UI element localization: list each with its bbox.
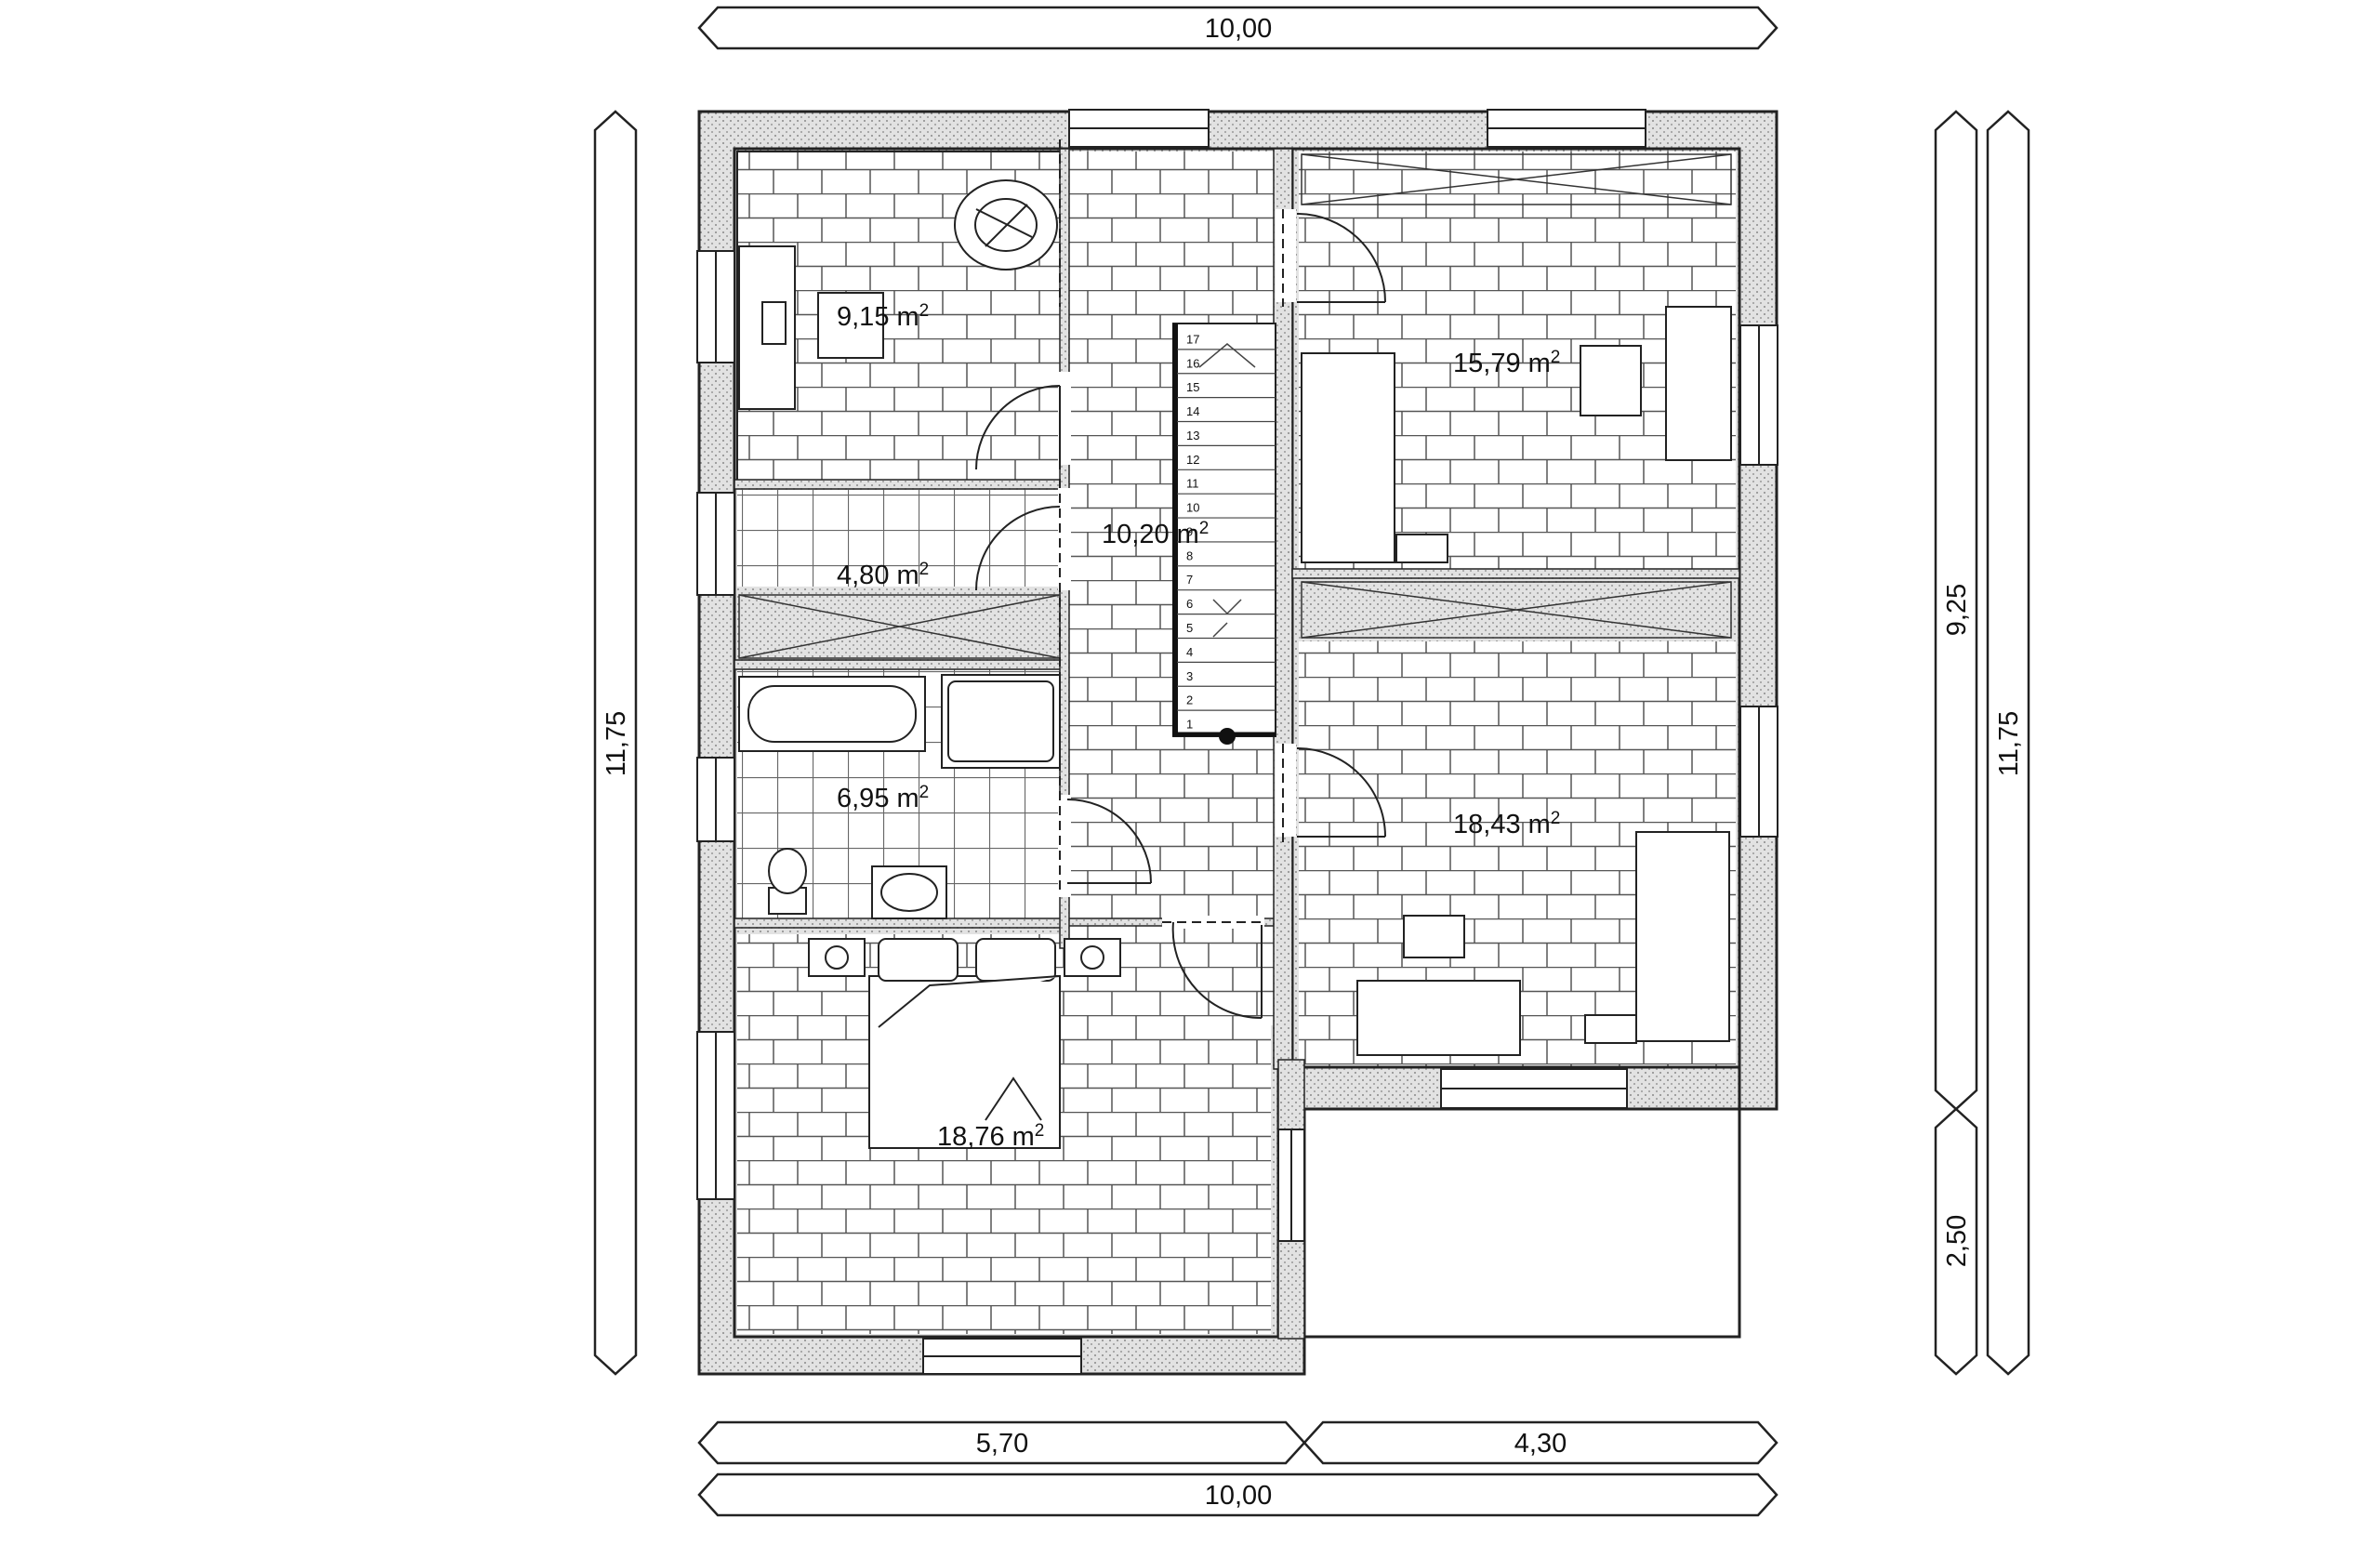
dim-right-total <box>1986 110 2030 1376</box>
dim-bottom-left-label: 5,70 <box>976 1429 1028 1459</box>
area-hallway: 10,20 m2 <box>1102 519 1209 549</box>
stair-step-number: 7 <box>1186 573 1193 587</box>
office-desk <box>738 245 884 410</box>
dim-left <box>593 110 638 1376</box>
dim-top <box>697 6 1778 50</box>
windows <box>696 109 1778 1375</box>
stair-step-number: 13 <box>1186 429 1199 442</box>
dim-right-lower <box>1934 1107 1978 1376</box>
stair-step-number: 6 <box>1186 597 1193 611</box>
shower-icon <box>941 674 1061 769</box>
stair-step-number: 16 <box>1186 356 1199 370</box>
stair-step-number: 17 <box>1186 332 1199 346</box>
dim-bottom <box>697 1472 1778 1517</box>
stair-step-number: 12 <box>1186 453 1199 467</box>
north-wardrobe <box>1301 153 1732 205</box>
area-bedroom-north: 15,79 m2 <box>1453 348 1560 378</box>
area-storage: 4,80 m2 <box>837 560 929 590</box>
area-bathroom: 6,95 m2 <box>837 783 929 813</box>
stair-step-number: 3 <box>1186 669 1193 683</box>
armchair-icon <box>954 179 1058 271</box>
stair-step-number: 5 <box>1186 621 1193 635</box>
area-bedroom-south: 18,43 m2 <box>1453 809 1560 839</box>
dim-left-label: 11,75 <box>602 711 631 776</box>
stair-step-number: 14 <box>1186 404 1199 418</box>
stair-step-number: 9 <box>1186 524 1193 538</box>
stair-step-number: 11 <box>1186 477 1199 491</box>
toilet-icon <box>768 848 807 915</box>
storage-wardrobe <box>738 594 1061 659</box>
sink-icon <box>871 865 947 919</box>
area-office: 9,15 m2 <box>837 301 929 332</box>
north-bedroom-furniture <box>1301 306 1732 563</box>
storage-floor <box>737 490 1063 587</box>
south-bedroom-furniture <box>1356 831 1730 1056</box>
bathtub-icon <box>738 676 926 752</box>
stair-step-number: 10 <box>1186 501 1199 515</box>
dimension-lines <box>593 6 2030 1517</box>
staircase: 17 16 15 14 13 12 11 10 9 8 7 6 5 4 3 2 1 <box>1172 323 1276 745</box>
stair-step-number: 2 <box>1186 693 1193 707</box>
dim-right-upper-label: 9,25 <box>1942 584 1972 636</box>
south-wardrobe <box>1301 581 1732 639</box>
stair-step-number: 1 <box>1186 718 1193 732</box>
dim-bottom-right <box>1302 1420 1778 1465</box>
dim-bottom-label: 10,00 <box>1205 1481 1273 1511</box>
double-bed-icon <box>808 938 1121 1149</box>
stair-step-number: 4 <box>1186 645 1193 659</box>
area-master-bedroom: 18,76 m2 <box>937 1121 1044 1152</box>
stair-step-number: 8 <box>1186 548 1193 562</box>
dim-right-total-label: 11,75 <box>1994 711 2024 776</box>
stair-step-number: 15 <box>1186 380 1199 394</box>
dim-right-lower-label: 2,50 <box>1942 1215 1972 1267</box>
dim-bottom-right-label: 4,30 <box>1514 1429 1567 1459</box>
dim-top-label: 10,00 <box>1205 14 1273 44</box>
